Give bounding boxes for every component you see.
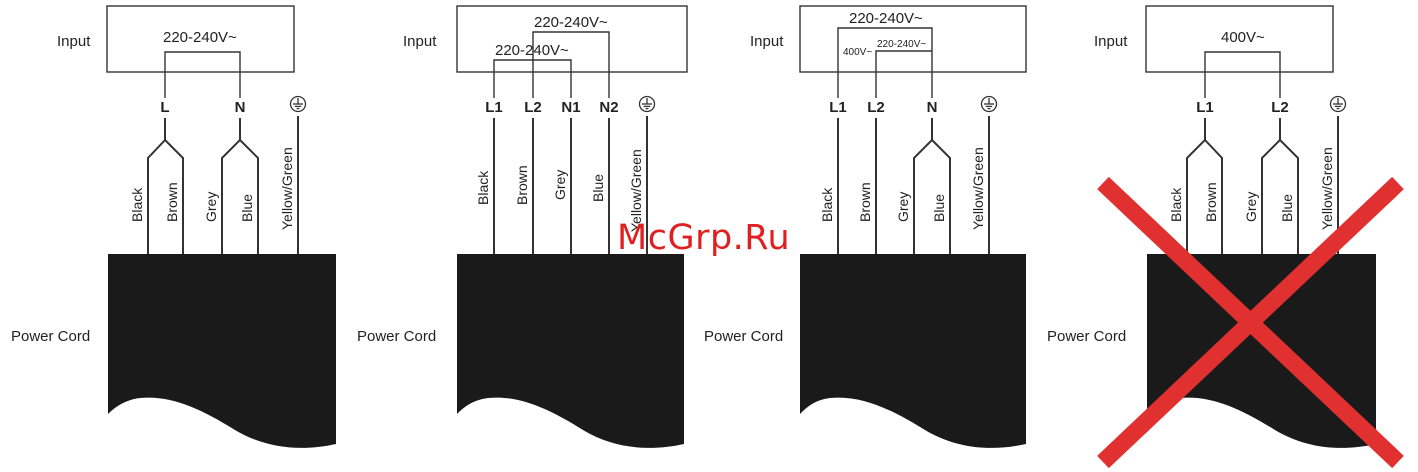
terminal-label: L2 [867, 99, 885, 116]
voltage-connector [532, 31, 610, 98]
terminal-label: L2 [1271, 99, 1289, 116]
power-cord-label: Power Cord [357, 328, 436, 345]
wire-fork [221, 118, 259, 254]
wire-label: Yellow/Green [1319, 147, 1335, 230]
voltage-connector [837, 27, 933, 98]
watermark-text: McGrp.Ru [617, 218, 791, 258]
terminal-label: L1 [1196, 99, 1214, 116]
wire-label: Grey [1243, 192, 1259, 222]
input-label: Input [750, 33, 784, 50]
input-label: Input [1094, 33, 1128, 50]
terminal-label: N1 [561, 99, 580, 116]
panel-dual-phase: Input 220-240V~ 220-240V~ L1 L2 N1 N2 Bl… [357, 5, 688, 448]
terminal-label: N2 [599, 99, 618, 116]
wire-label: Grey [203, 192, 219, 222]
power-cord-label: Power Cord [1047, 328, 1126, 345]
wire-label: Blue [239, 194, 255, 222]
wire-label: Grey [552, 170, 568, 200]
earth-ground-icon [980, 95, 998, 113]
voltage-connector [875, 50, 932, 98]
input-box [106, 5, 295, 73]
wire-label: Yellow/Green [279, 147, 295, 230]
terminal-label: L1 [485, 99, 503, 116]
wire-label: Brown [514, 165, 530, 205]
terminal-label: N [927, 99, 938, 116]
wire-fork [913, 118, 951, 254]
terminal-label: L2 [524, 99, 542, 116]
cross-out-icon [1097, 176, 1404, 469]
power-cord [800, 254, 1026, 448]
wire-fork [1261, 118, 1299, 254]
earth-ground-icon [1329, 95, 1347, 113]
wire-label: Black [819, 187, 835, 222]
voltage-label: 400V~ [1221, 29, 1265, 46]
wire-label: Black [475, 170, 491, 205]
wire-fork [147, 118, 184, 254]
input-box [799, 5, 1027, 73]
voltage-connector [493, 59, 572, 98]
wire-label: Blue [1279, 194, 1295, 222]
voltage-label: 220-240V~ [163, 29, 237, 46]
wire-label: Black [1168, 187, 1184, 222]
panel-400v-not-allowed: Input 400V~ L1 L2 Black Brown Grey Blue … [1047, 5, 1404, 469]
power-cord [108, 254, 336, 448]
input-box [456, 5, 688, 73]
wire-label: Blue [590, 174, 606, 202]
input-box [1145, 5, 1334, 73]
power-cord-label: Power Cord [11, 328, 90, 345]
wire-label: Brown [1203, 182, 1219, 222]
input-label: Input [57, 33, 91, 50]
voltage-connector [1204, 51, 1281, 98]
voltage-label: 400V~ [843, 47, 872, 58]
terminal-label: L1 [829, 99, 847, 116]
power-cord [457, 254, 684, 448]
wire-label: Yellow/Green [628, 149, 644, 232]
terminal-label: L [160, 99, 169, 116]
wire-label: Yellow/Green [970, 147, 986, 230]
wire-label: Brown [164, 182, 180, 222]
wire-label: Grey [895, 192, 911, 222]
voltage-label: 220-240V~ [877, 39, 926, 50]
earth-ground-icon [289, 95, 307, 113]
wire-label: Black [129, 187, 145, 222]
wire-label: Blue [931, 194, 947, 222]
panel-single-phase: Input 220-240V~ L N Black Brown Grey Blu… [11, 5, 336, 448]
voltage-label: 220-240V~ [495, 42, 569, 59]
panel-three-wire: Input 220-240V~ 400V~ 220-240V~ L1 L2 N … [704, 5, 1027, 448]
voltage-connector [164, 51, 241, 98]
input-label: Input [403, 33, 437, 50]
voltage-label: 220-240V~ [534, 14, 608, 31]
voltage-label: 220-240V~ [849, 10, 923, 27]
power-cord-label: Power Cord [704, 328, 783, 345]
power-cord [1147, 254, 1376, 448]
wire-label: Brown [857, 182, 873, 222]
wire-fork [1186, 118, 1223, 254]
earth-ground-icon [638, 95, 656, 113]
terminal-label: N [235, 99, 246, 116]
